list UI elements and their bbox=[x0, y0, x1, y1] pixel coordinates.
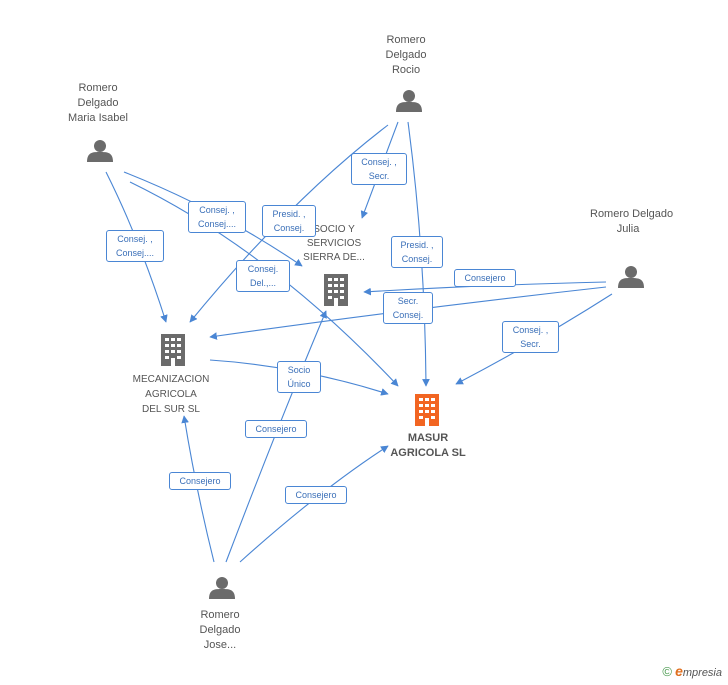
label-line: Delgado bbox=[385, 49, 427, 61]
edge-label-line: Secr. bbox=[520, 339, 541, 349]
person-icon bbox=[209, 577, 235, 599]
edge-label[interactable]: Presid. , Consej. bbox=[391, 236, 443, 268]
label-line: Rocio bbox=[391, 64, 421, 76]
person-icon bbox=[87, 140, 113, 162]
edge-label[interactable]: Consejero bbox=[454, 269, 516, 287]
label-line: Romero Delgado bbox=[590, 208, 674, 220]
edge-label-line: Consej. bbox=[401, 254, 433, 264]
label-line: Maria Isabel bbox=[68, 112, 128, 124]
edge-label-line: Consejero bbox=[255, 424, 297, 434]
edge-label-line: Secr. bbox=[368, 171, 390, 181]
node-label-julia[interactable]: Romero Delgado Julia bbox=[590, 207, 674, 237]
person-icon bbox=[396, 90, 422, 112]
edge-jose-masur bbox=[239, 445, 389, 563]
label-line: SOCIO Y bbox=[313, 224, 355, 235]
label-line: SERVICIOS bbox=[306, 238, 362, 249]
label-line: MECANIZACION bbox=[132, 374, 210, 385]
brand-e: e bbox=[675, 663, 683, 679]
edge-label-line: Consej. bbox=[392, 310, 424, 320]
label-line: AGRICOLA SL bbox=[390, 447, 466, 459]
edge-label[interactable]: Consej. , Consej.... bbox=[188, 201, 246, 233]
edge-label-line: Consej. , bbox=[361, 157, 397, 167]
edge-label-line: Socio bbox=[287, 365, 311, 375]
person-icon bbox=[618, 266, 644, 288]
label-line: Romero bbox=[386, 34, 426, 46]
edge-label-line: Presid. , bbox=[272, 209, 306, 219]
edge-label-line: Presid. , bbox=[400, 240, 434, 250]
label-line: Romero bbox=[78, 82, 118, 94]
label-line: Delgado bbox=[199, 624, 241, 636]
label-line: Julia bbox=[616, 223, 640, 235]
edge-label-line: Consej. bbox=[247, 264, 279, 274]
edge-label-line: Consej.... bbox=[197, 219, 237, 229]
building-icon bbox=[324, 274, 348, 306]
edge-label-line: Consej. , bbox=[117, 234, 153, 244]
edge-label-line: Consej. bbox=[273, 223, 305, 233]
edge-label-line: Consej.... bbox=[115, 248, 155, 258]
brand-logo[interactable]: © empresia bbox=[662, 663, 722, 679]
edge-label[interactable]: Consej. , Secr. bbox=[502, 321, 559, 353]
edge-label[interactable]: Socio Único bbox=[277, 361, 321, 393]
edge-label-line: Secr. bbox=[397, 296, 419, 306]
node-label-mecanizacion[interactable]: MECANIZACION AGRICOLA DEL SUR SL bbox=[124, 372, 218, 417]
edge-label[interactable]: Secr. Consej. bbox=[383, 292, 433, 324]
brand-text: mpresia bbox=[682, 667, 722, 679]
edge-label[interactable]: Consejero bbox=[245, 420, 307, 438]
edge-label-line: Consejero bbox=[295, 490, 337, 500]
edge-label-line: Consej. , bbox=[512, 325, 549, 335]
label-line: Jose... bbox=[203, 639, 237, 651]
label-line: AGRICOLA bbox=[145, 389, 197, 400]
label-line: Romero bbox=[200, 609, 240, 621]
edge-label-line: Consejero bbox=[464, 273, 506, 283]
edge-label-line: Consejero bbox=[179, 476, 221, 486]
label-line: DEL SUR SL bbox=[142, 404, 200, 415]
edge-label-line: Único bbox=[287, 379, 311, 389]
edge-label[interactable]: Consej. Del.,... bbox=[236, 260, 290, 292]
node-label-socio[interactable]: SOCIO Y SERVICIOS SIERRA DE... bbox=[296, 223, 372, 265]
edge-label[interactable]: Consejero bbox=[169, 472, 231, 490]
edge-label[interactable]: Presid. , Consej. bbox=[262, 205, 316, 237]
edge-label[interactable]: Consej. , Consej.... bbox=[106, 230, 164, 262]
label-line: SIERRA DE... bbox=[303, 252, 365, 263]
label-line: MASUR bbox=[407, 432, 449, 444]
edge-label[interactable]: Consej. , Secr. bbox=[351, 153, 407, 185]
edge-label-line: Del.,... bbox=[249, 278, 276, 288]
node-label-maria[interactable]: Romero Delgado Maria Isabel bbox=[58, 81, 138, 126]
building-icon bbox=[415, 394, 439, 426]
edge-label-line: Consej. , bbox=[199, 205, 235, 215]
node-label-masur[interactable]: MASUR AGRICOLA SL bbox=[386, 431, 470, 461]
node-label-jose[interactable]: Romero Delgado Jose... bbox=[182, 608, 258, 653]
label-line: Delgado bbox=[77, 97, 119, 109]
copyright-symbol: © bbox=[662, 664, 673, 679]
edge-label[interactable]: Consejero bbox=[285, 486, 347, 504]
node-label-rocio[interactable]: Romero Delgado Rocio bbox=[370, 33, 442, 78]
building-icon bbox=[161, 334, 185, 366]
